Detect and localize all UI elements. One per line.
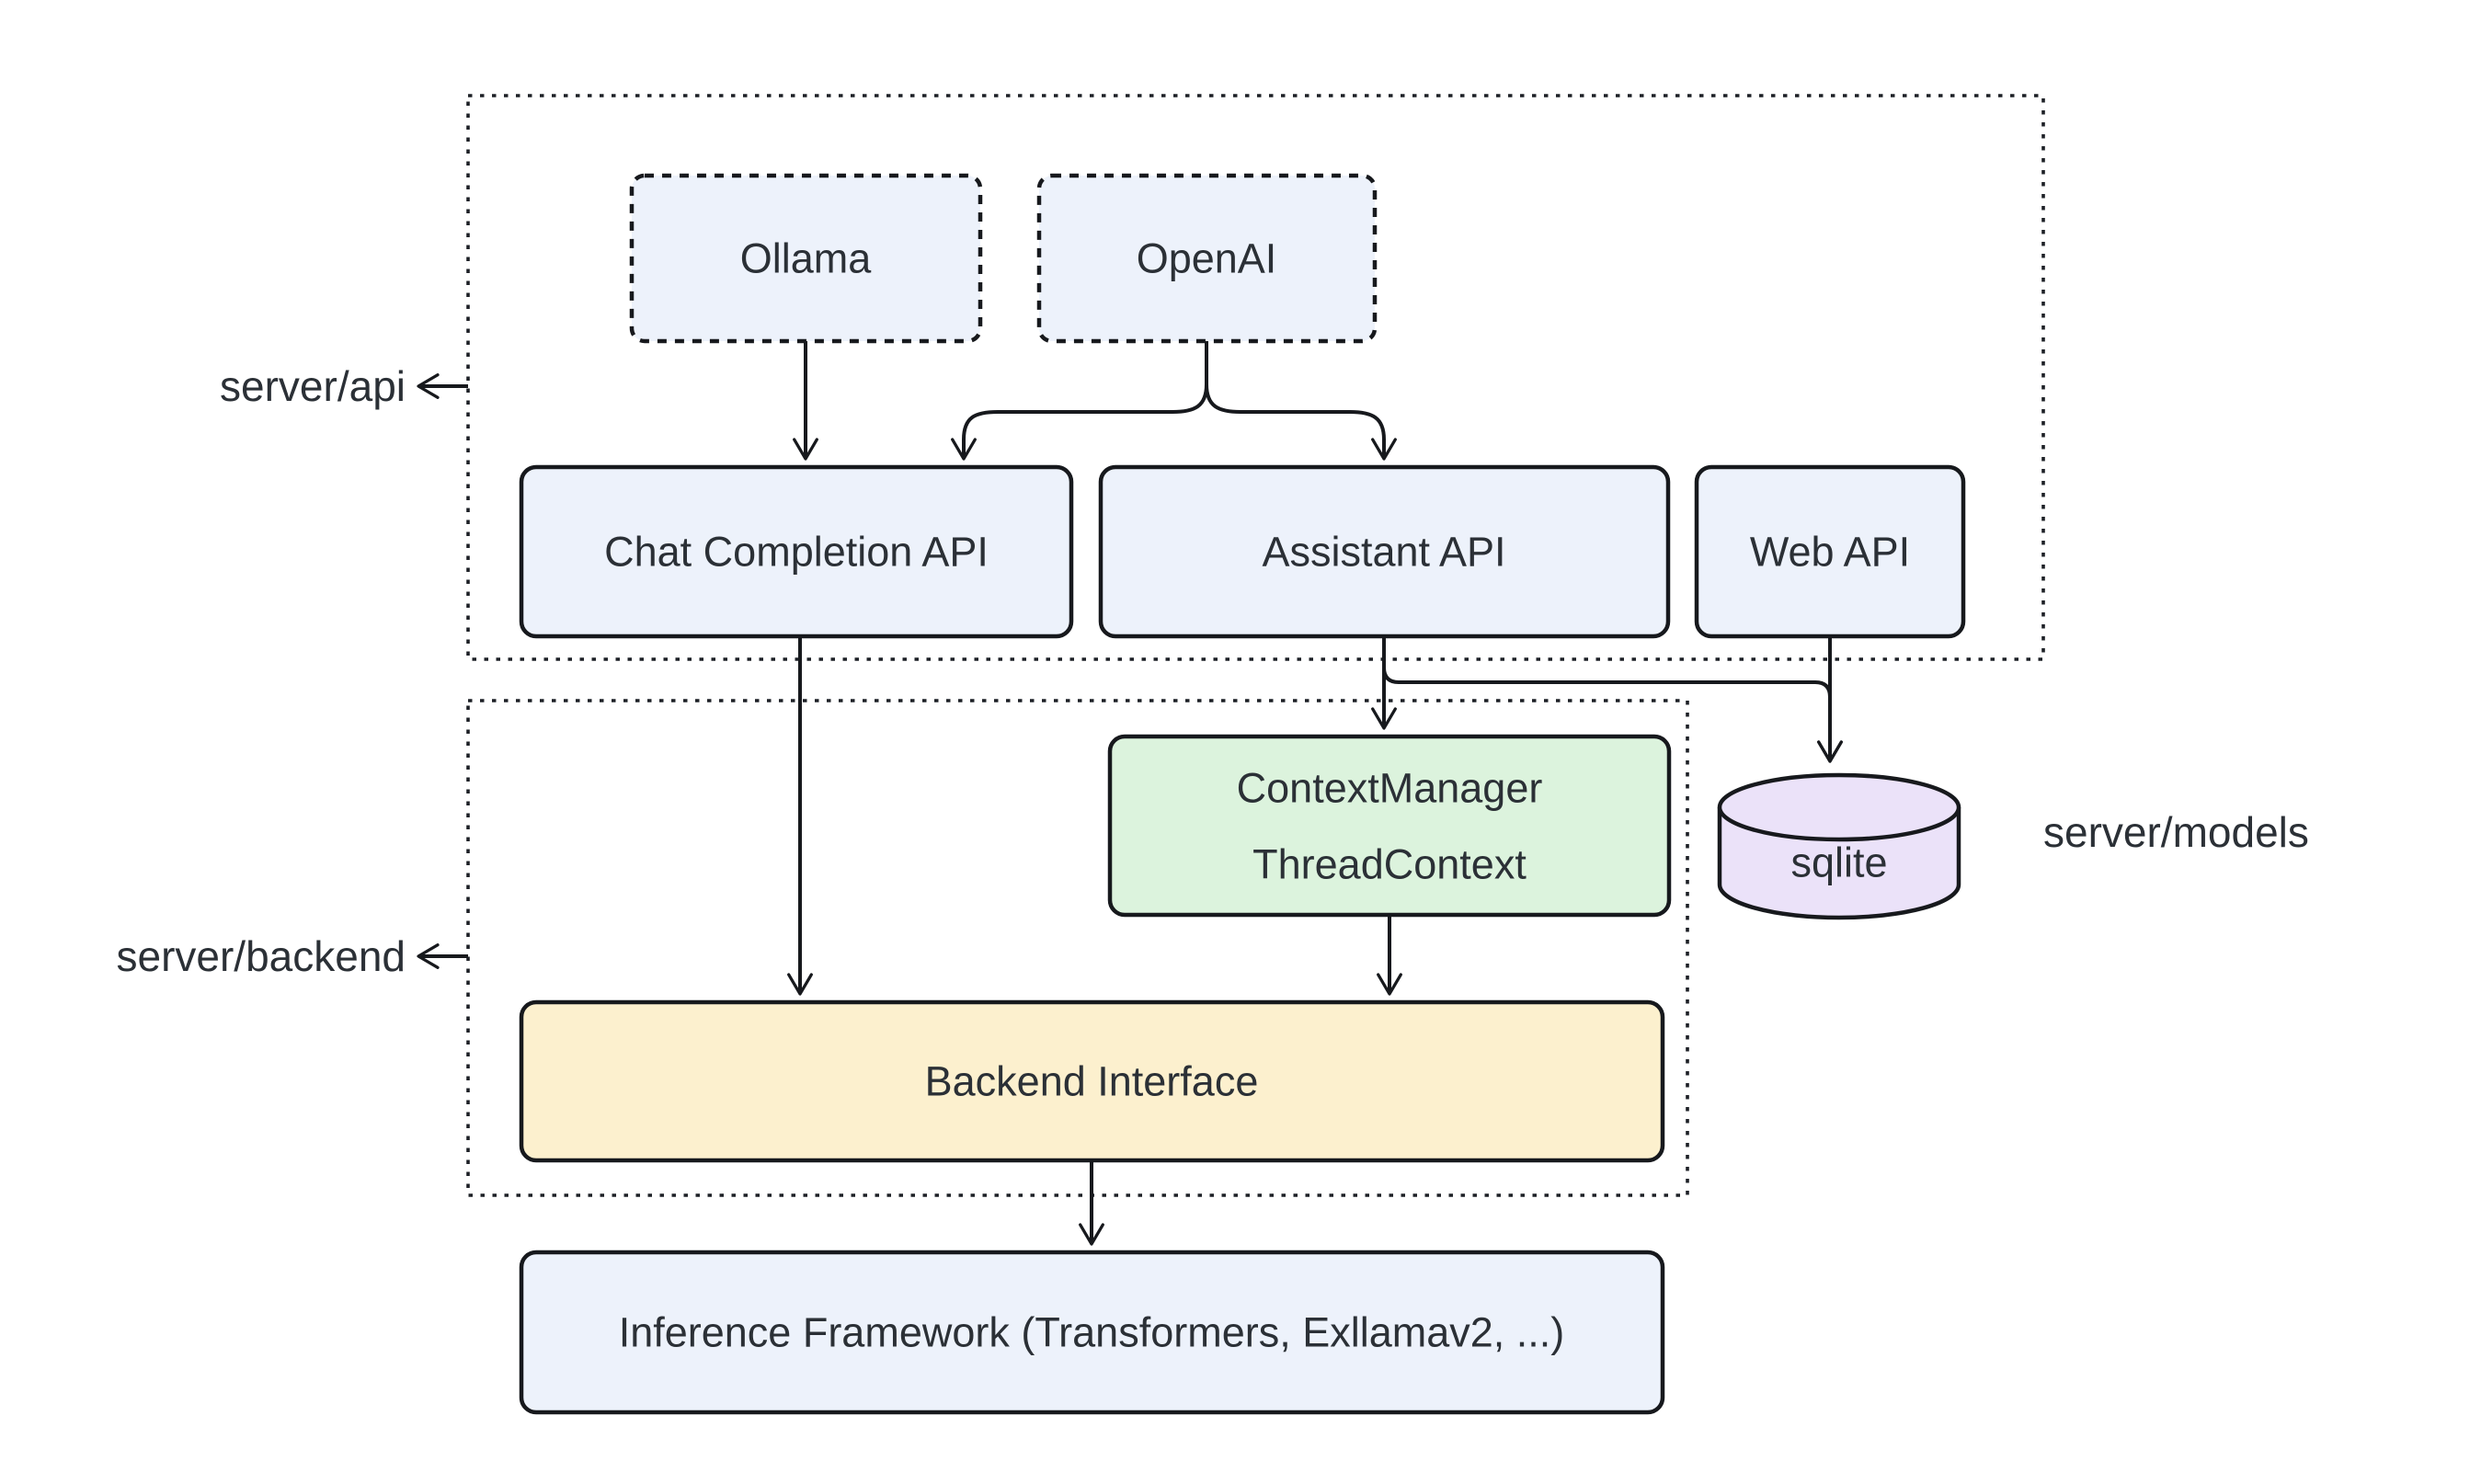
ollama-box [629,173,983,344]
assistant-api-box [1098,464,1671,639]
server-api-container [466,94,2045,661]
server-backend-label: server/backend [117,932,406,980]
backend-interface-box [519,999,1665,1163]
edge-openai-to-chat-completion-api [951,341,1208,461]
server-api-label: server/api [220,362,406,410]
node-web-api: Web API [1694,464,1966,639]
node-openai: OpenAI [1036,173,1378,344]
edges [417,341,1843,1246]
node-assistant-api: Assistant API [1098,464,1671,639]
chat-completion-api-label: Chat Completion API [604,529,989,576]
contextmanager-label-line2: ThreadContext [1252,841,1527,888]
web-api-box [1694,464,1966,639]
contextmanager-box [1107,734,1672,918]
inference-framework-box [519,1250,1665,1415]
sqlite-label: sqlite [1790,839,1887,886]
node-contextmanager: ContextManager ThreadContext [1107,734,1672,918]
chat-completion-api-box [519,464,1074,639]
contextmanager-label-line1: ContextManager [1237,765,1543,812]
assistant-api-label: Assistant API [1262,529,1505,576]
node-chat-completion-api: Chat Completion API [519,464,1074,639]
backend-interface-label: Backend Interface [925,1058,1259,1105]
openai-box [1036,173,1378,344]
edge-openai-to-assistant-api [1205,341,1397,461]
node-inference-framework: Inference Framework (Transformers, Exlla… [519,1250,1665,1415]
openai-label: OpenAI [1137,235,1277,282]
web-api-label: Web API [1750,529,1910,576]
node-backend-interface: Backend Interface [519,999,1665,1163]
server-models-label: server/models [2043,808,2309,856]
server-backend-container [466,699,1689,1197]
node-ollama: Ollama [629,173,983,344]
ollama-label: Ollama [740,235,873,282]
sqlite-cylinder-top [1717,772,1961,842]
node-sqlite: sqlite [1717,772,1961,920]
inference-framework-label: Inference Framework (Transformers, Exlla… [619,1309,1565,1356]
